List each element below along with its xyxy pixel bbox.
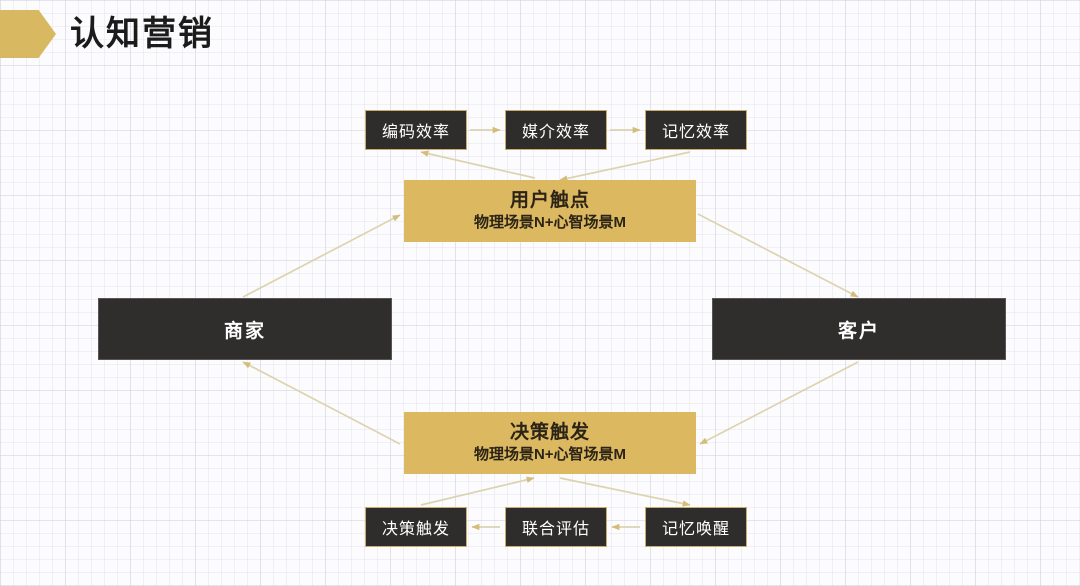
- node-memory-efficiency[interactable]: 记忆效率: [645, 110, 747, 150]
- arrow-touchpoint-to-encoding: [420, 150, 536, 179]
- node-memory-recall[interactable]: 记忆唤醒: [645, 507, 747, 547]
- node-label: 编码效率: [381, 124, 450, 141]
- page-title: 认知营销: [70, 15, 214, 53]
- node-user-touchpoint[interactable]: 用户触点 物理场景N+心智场景M: [404, 180, 696, 242]
- node-customer[interactable]: 客户: [712, 298, 1006, 360]
- node-subtitle: 物理场景N+心智场景M: [473, 445, 627, 463]
- arrow-bottomdecision-to-main: [420, 476, 535, 506]
- node-media-efficiency[interactable]: 媒介效率: [505, 110, 607, 150]
- pentagon-arrow-icon: [0, 10, 56, 58]
- node-label: 记忆唤醒: [661, 521, 730, 538]
- node-encoding-efficiency[interactable]: 编码效率: [365, 110, 467, 150]
- node-label: 商家: [223, 320, 266, 342]
- arrow-decision-to-recall: [559, 477, 691, 507]
- node-label: 记忆效率: [661, 124, 730, 141]
- node-title: 用户触点: [509, 190, 590, 212]
- arrow-merchant-to-touchpoint: [242, 214, 401, 298]
- node-label: 媒介效率: [521, 124, 590, 141]
- node-decision-trigger-main[interactable]: 决策触发 物理场景N+心智场景M: [404, 412, 696, 474]
- node-merchant[interactable]: 商家: [98, 298, 392, 360]
- arrow-touchpoint-to-customer: [697, 213, 859, 298]
- arrow-decision-to-merchant: [242, 361, 401, 445]
- slide-header: 认知营销: [0, 8, 214, 60]
- node-subtitle: 物理场景N+心智场景M: [473, 213, 627, 231]
- node-label: 联合评估: [521, 521, 590, 538]
- node-decision-trigger[interactable]: 决策触发: [365, 507, 467, 547]
- arrow-memory-to-touchpoint: [559, 151, 691, 182]
- node-label: 客户: [837, 320, 880, 342]
- arrow-customer-to-decision: [699, 361, 859, 445]
- node-joint-evaluation[interactable]: 联合评估: [505, 507, 607, 547]
- node-title: 决策触发: [509, 422, 590, 444]
- node-label: 决策触发: [381, 521, 450, 538]
